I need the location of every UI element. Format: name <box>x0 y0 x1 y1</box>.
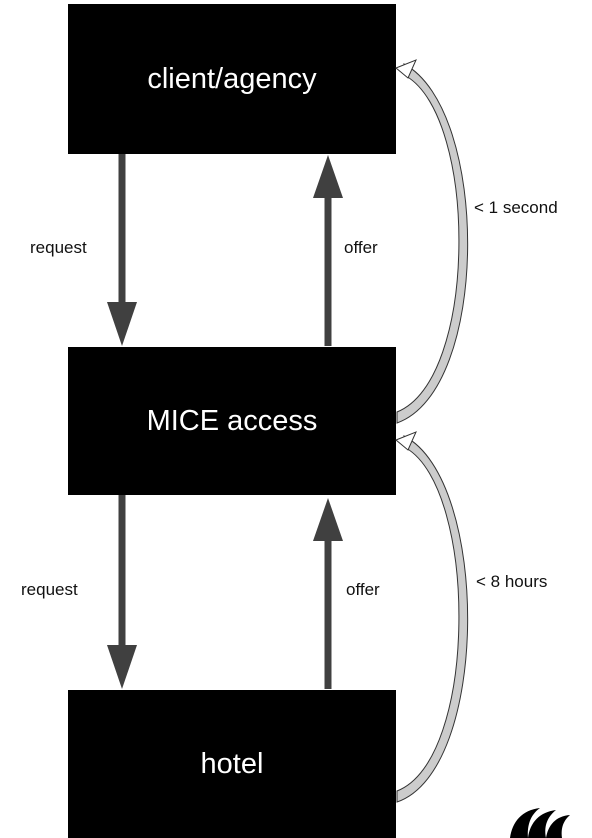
arrow-offer-hotel-to-mice <box>313 498 343 689</box>
logo-mark <box>510 808 570 838</box>
arrow-offer-mice-to-client <box>313 155 343 346</box>
curve-arrow-hotel-to-mice <box>395 431 469 803</box>
node-hotel: hotel <box>68 690 396 838</box>
edge-label-offer-bottom: offer <box>346 580 380 599</box>
edge-label-request-bottom: request <box>21 580 78 599</box>
node-mice-access: MICE access <box>68 347 396 495</box>
curve-arrow-mice-to-client <box>395 59 469 424</box>
edge-label-request-top: request <box>30 238 87 257</box>
node-hotel-label: hotel <box>200 747 264 780</box>
arrow-request-client-to-mice <box>107 154 137 346</box>
arrow-request-mice-to-hotel <box>107 495 137 689</box>
node-client-agency-label: client/agency <box>147 62 317 95</box>
node-client-agency: client/agency <box>68 4 396 154</box>
node-mice-access-label: MICE access <box>146 404 318 437</box>
timing-label-top: < 1 second <box>474 198 558 217</box>
edge-label-offer-top: offer <box>344 238 378 257</box>
timing-label-bottom: < 8 hours <box>476 572 548 591</box>
